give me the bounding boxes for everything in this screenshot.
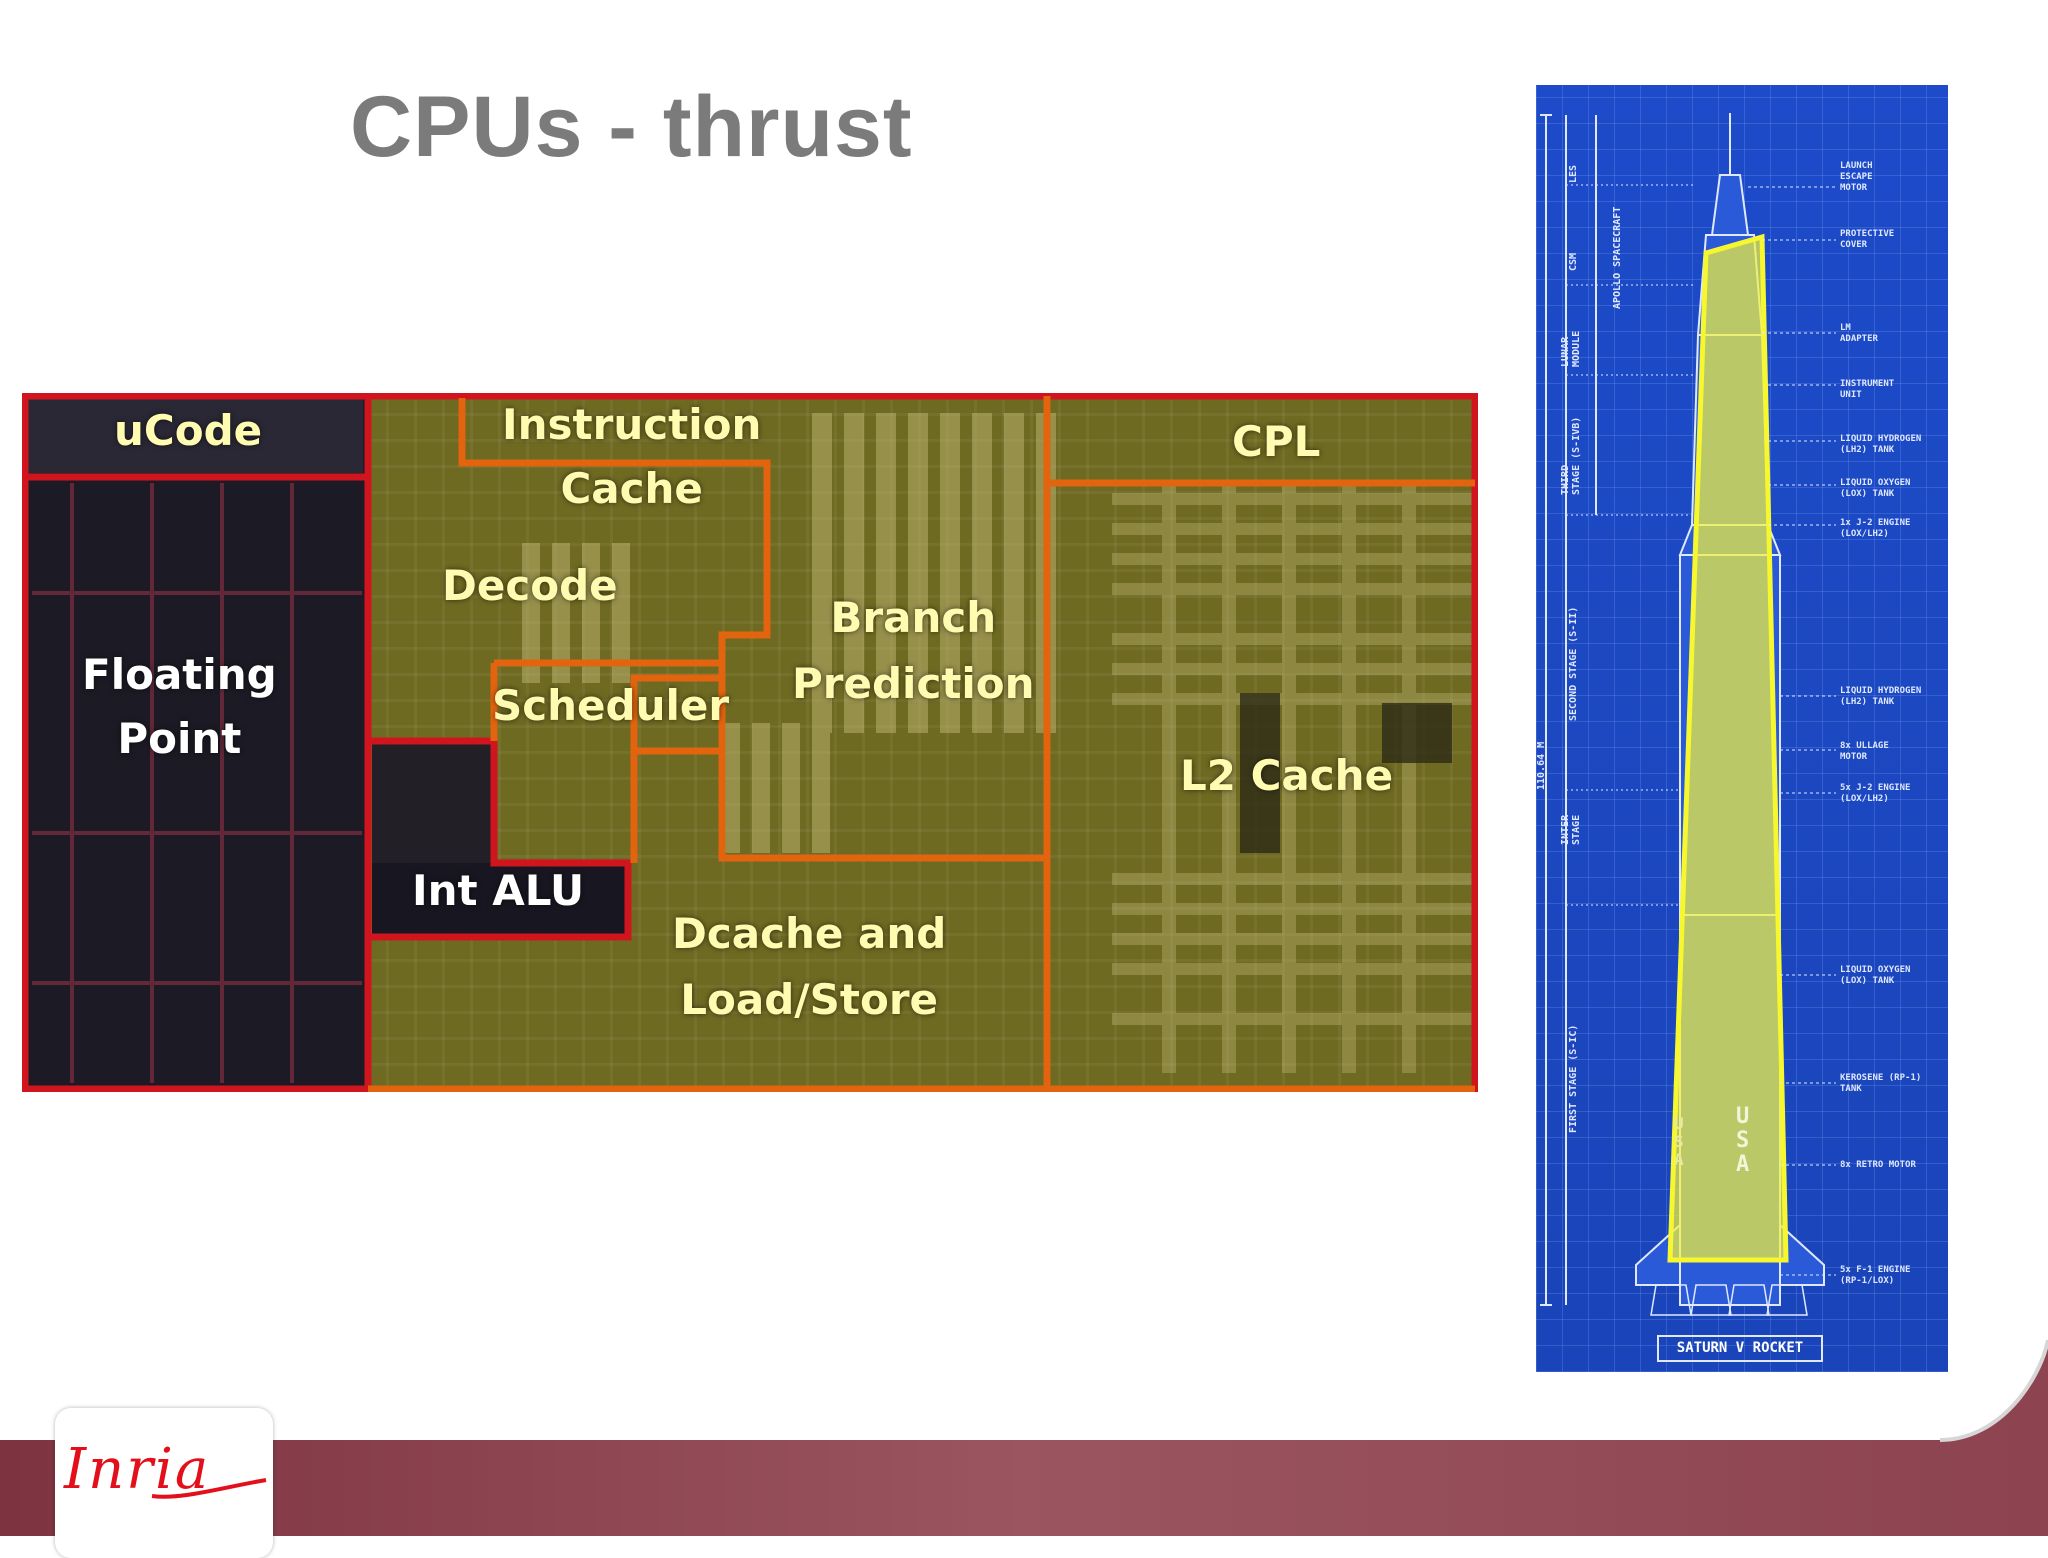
rocket-height-label: 110.64 M [1536,741,1547,790]
int-alu-label: Int ALU [412,866,585,915]
stage-les-label: LES [1568,164,1579,183]
callout-f1-engine: 5x F-1 ENGINE (RP-1/LOX) [1840,1265,1911,1286]
instruction-cache-label: Instruction Cache [502,400,762,513]
stage-third-label: THIRD STAGE (S-IVB) [1560,416,1582,495]
stage-first-label: FIRST STAGE (S-IC) [1568,1024,1579,1133]
callout-retro-motor: 8x RETRO MOTOR [1840,1160,1916,1170]
slide-title: CPUs - thrust [350,79,913,175]
stage-lunar-label: LUNAR MODULE [1560,330,1582,367]
callout-launch-escape: LAUNCH ESCAPE MOTOR [1840,161,1873,193]
callout-lox-tank-first: LIQUID OXYGEN (LOX) TANK [1840,965,1911,986]
logo-swash-icon [151,1478,267,1499]
die-regions [22,393,1478,1092]
ucode-label: uCode [114,406,263,455]
callout-ullage-motor: 8x ULLAGE MOTOR [1840,741,1889,762]
callout-5x-j2-engine: 5x J-2 ENGINE (LOX/LH2) [1840,783,1911,804]
callout-lh2-tank-second: LIQUID HYDROGEN (LH2) TANK [1840,686,1922,707]
stage-inter-label: INTER STAGE [1560,814,1582,845]
usa-marking-right: U S A [1736,1104,1750,1177]
callout-protective-cover: PROTECTIVE COVER [1840,229,1895,250]
callout-kerosene-tank: KEROSENE (RP-1) TANK [1840,1073,1922,1094]
footer-band [0,1339,2048,1536]
stage-apollo-label: APOLLO SPACECRAFT [1612,206,1623,309]
dcache-label: Dcache and Load/Store [672,909,947,1024]
callout-instrument-unit: INSTRUMENT UNIT [1840,379,1895,400]
callout-lox-tank-third: LIQUID OXYGEN (LOX) TANK [1840,478,1911,499]
rocket-name-label: SATURN V ROCKET [1657,1335,1823,1362]
decode-label: Decode [442,561,618,610]
callout-j2-engine: 1x J-2 ENGINE (LOX/LH2) [1840,518,1911,539]
usa-marking-left: U S A [1674,1114,1684,1169]
saturn-v-blueprint: LES CSM LUNAR MODULE APOLLO SPACECRAFT T… [1536,85,1948,1372]
cpu-die-image: uCode Floating Point Instruction Cache D… [22,393,1478,1092]
callout-lm-adapter: LM ADAPTER [1840,323,1878,344]
stage-csm-label: CSM [1568,252,1579,271]
stage-second-label: SECOND STAGE (S-II) [1568,606,1579,721]
scheduler-label: Scheduler [492,681,730,730]
inria-logo: Inria [64,1437,211,1502]
l2-cache-label: L2 Cache [1180,751,1394,800]
rocket-drawing [1540,113,1836,1316]
callout-lh2-tank-third: LIQUID HYDROGEN (LH2) TANK [1840,434,1922,455]
branch-prediction-label: Branch Prediction [792,593,1035,708]
floating-point-label: Floating Point [82,650,277,763]
cpl-label: CPL [1232,417,1321,466]
logo-card [55,1408,273,1558]
